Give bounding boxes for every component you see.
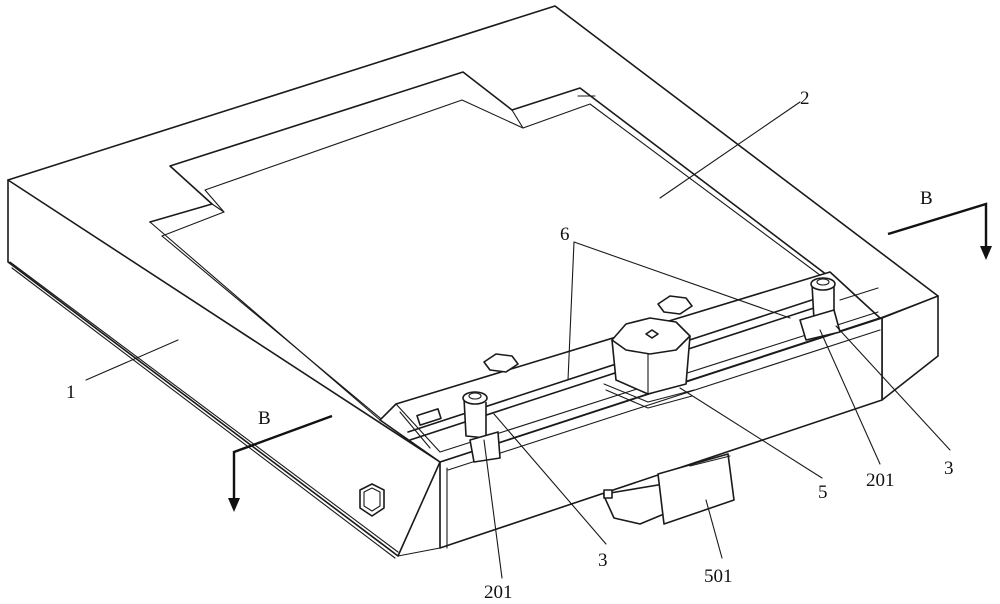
leader-501 <box>706 500 722 558</box>
label-3-right: 3 <box>944 458 954 479</box>
leader-2 <box>660 102 800 198</box>
label-1: 1 <box>66 382 76 403</box>
motor-connector <box>604 490 612 498</box>
label-501: 501 <box>704 566 733 587</box>
section-marker-right <box>888 204 992 260</box>
label-2: 2 <box>800 88 810 109</box>
label-section-b-left: B <box>258 408 271 429</box>
section-arrowhead-left <box>228 498 240 512</box>
label-3-bottom: 3 <box>598 550 608 571</box>
inner-opening-top-outline <box>150 72 860 300</box>
inner-step-line <box>162 100 840 290</box>
frame-corner-bottom <box>398 548 440 556</box>
label-201-right: 201 <box>866 470 895 491</box>
section-arrow-right <box>888 204 986 248</box>
label-section-b-right: B <box>920 188 933 209</box>
section-arrowhead-right <box>980 246 992 260</box>
right-pin-head <box>811 278 835 290</box>
label-5: 5 <box>818 482 828 503</box>
hex-washer-right <box>658 296 692 314</box>
label-201-bottom: 201 <box>484 582 513 603</box>
left-pin-head <box>463 392 487 404</box>
label-6: 6 <box>560 224 570 245</box>
